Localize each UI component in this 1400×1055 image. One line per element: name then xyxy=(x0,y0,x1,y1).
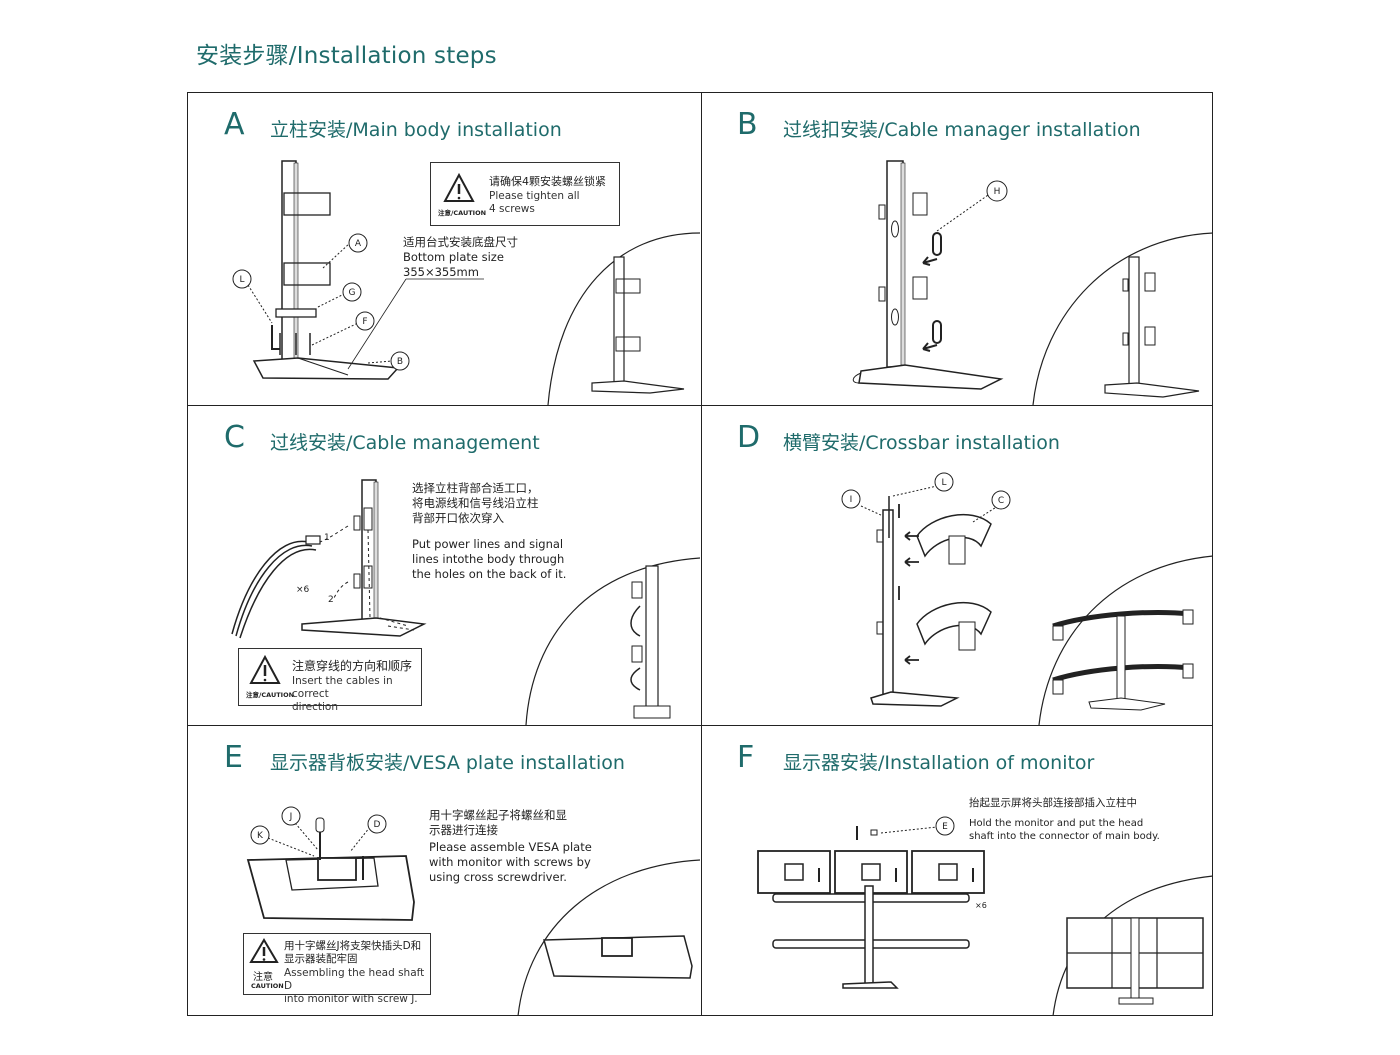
step-f-title: 显示器安装/Installation of monitor xyxy=(783,752,1095,774)
step-d-letter: D xyxy=(737,420,761,455)
step-e-note-zh: 用十字螺丝起子将螺丝和显 示器进行连接 xyxy=(429,808,567,837)
caution-text-en: Assembling the head shaft D into monitor… xyxy=(284,967,425,1005)
step-e-letter: E xyxy=(224,740,243,775)
grid-divider-vertical xyxy=(701,93,702,1015)
warning-icon xyxy=(249,654,281,684)
caution-text-en: Insert the cables in correct direction xyxy=(292,675,393,713)
cable-manager-illustration: H xyxy=(852,160,1213,405)
svg-text:C: C xyxy=(998,496,1004,506)
step-c-letter: C xyxy=(224,420,245,455)
step-a-title: 立柱安装/Main body installation xyxy=(270,119,562,141)
step-e-caution-box: 注意 CAUTION 用十字螺丝J将支架快插头D和 显示器装配牢固 Assemb… xyxy=(243,933,431,1005)
svg-text:K: K xyxy=(257,831,264,841)
caution-text-en: Please tighten all 4 screws xyxy=(489,190,580,215)
svg-text:J: J xyxy=(289,812,293,822)
svg-text:D: D xyxy=(374,820,381,830)
svg-text:B: B xyxy=(397,357,403,367)
vesa-plate-illustration: J K D xyxy=(246,806,700,1016)
svg-text:L: L xyxy=(239,275,244,285)
bottom-plate-size-note: 适用台式安装底盘尺寸 Bottom plate size 355×355mm xyxy=(403,235,518,279)
step-d-panel: D 横臂安装/Crossbar installation L I C xyxy=(701,406,1213,725)
cable-management-illustration: 1 2 ×6 xyxy=(231,479,700,725)
step-c-panel: C 过线安装/Cable management 选择立柱背部合适工口， 将电源线… xyxy=(188,406,700,725)
step-c-note-en: Put power lines and signal lines intothe… xyxy=(412,537,567,581)
callout-h: H xyxy=(986,180,1008,202)
step-f-note-zh: 抬起显示屏将头部连接部插入立柱中 xyxy=(969,797,1137,809)
warning-icon xyxy=(443,172,475,202)
callout-i: I xyxy=(841,489,861,509)
step-e-note-en: Please assemble VESA plate with monitor … xyxy=(429,840,592,884)
step-a-caution-box: 注意/CAUTION 请确保4颗安装螺丝锁紧 Please tighten al… xyxy=(430,162,620,226)
quantity-label: ×6 xyxy=(975,901,987,910)
cable-hole-2-label: 2 xyxy=(328,595,334,605)
callout-e: E xyxy=(935,816,955,836)
svg-text:F: F xyxy=(362,317,367,327)
grid-divider-row-2 xyxy=(188,725,1212,726)
caution-label-zh: 注意 xyxy=(253,972,273,983)
caution-label: 注意/CAUTION xyxy=(438,209,487,217)
cable-hole-1-label: 1 xyxy=(324,533,330,543)
callout-k: K xyxy=(250,825,270,845)
step-a-panel: A 立柱安装/Main body installation 注意/CAUTION… xyxy=(188,93,700,405)
step-b-panel: B 过线扣安装/Cable manager installation H xyxy=(701,93,1213,405)
warning-icon xyxy=(249,938,279,963)
step-b-title: 过线扣安装/Cable manager installation xyxy=(783,119,1141,141)
caution-label: 注意/CAUTION xyxy=(246,691,295,699)
svg-text:I: I xyxy=(850,495,853,505)
callout-f: F xyxy=(355,311,375,331)
grid-divider-row-1 xyxy=(188,405,1212,406)
step-c-title: 过线安装/Cable management xyxy=(270,432,540,454)
page-title: 安装步骤/Installation steps xyxy=(196,43,497,69)
step-f-panel: F 显示器安装/Installation of monitor 抬起显示屏将头部… xyxy=(701,726,1213,1016)
svg-text:G: G xyxy=(349,288,356,298)
step-e-title: 显示器背板安装/VESA plate installation xyxy=(270,752,625,774)
svg-text:H: H xyxy=(994,187,1001,197)
callout-d: D xyxy=(367,814,387,834)
step-f-note-en: Hold the monitor and put the head shaft … xyxy=(969,818,1160,842)
installation-steps-grid: A 立柱安装/Main body installation 注意/CAUTION… xyxy=(187,92,1213,1016)
step-b-letter: B xyxy=(737,107,758,142)
quantity-label: ×6 xyxy=(296,585,310,595)
step-e-panel: E 显示器背板安装/VESA plate installation 用十字螺丝起… xyxy=(188,726,700,1016)
caution-text-zh: 注意穿线的方向和顺序 xyxy=(292,659,413,673)
caution-label: CAUTION xyxy=(251,982,284,990)
svg-text:A: A xyxy=(355,239,362,249)
step-c-note-zh: 选择立柱背部合适工口， 将电源线和信号线沿立柱 背部开口依次穿入 xyxy=(412,481,539,525)
caution-text-zh: 用十字螺丝J将支架快插头D和 显示器装配牢固 xyxy=(284,940,422,965)
caution-text-zh: 请确保4颗安装螺丝锁紧 xyxy=(489,175,606,188)
step-a-letter: A xyxy=(224,107,245,142)
svg-text:E: E xyxy=(942,822,948,832)
callout-l: L xyxy=(934,472,954,492)
step-c-caution-box: 注意/CAUTION 注意穿线的方向和顺序 Insert the cables … xyxy=(238,648,422,713)
main-body-illustration: A L G F B xyxy=(232,160,700,405)
callout-g: G xyxy=(342,282,362,302)
callout-l: L xyxy=(232,269,252,289)
callout-b: B xyxy=(390,351,410,371)
step-f-letter: F xyxy=(737,740,755,775)
callout-c: C xyxy=(991,490,1011,510)
crossbar-illustration: L I C xyxy=(841,472,1213,725)
step-d-title: 横臂安装/Crossbar installation xyxy=(783,432,1060,454)
svg-text:L: L xyxy=(941,478,946,488)
callout-j: J xyxy=(281,806,301,826)
callout-a: A xyxy=(348,233,368,253)
monitor-installation-illustration: E ×6 xyxy=(757,816,1213,1016)
